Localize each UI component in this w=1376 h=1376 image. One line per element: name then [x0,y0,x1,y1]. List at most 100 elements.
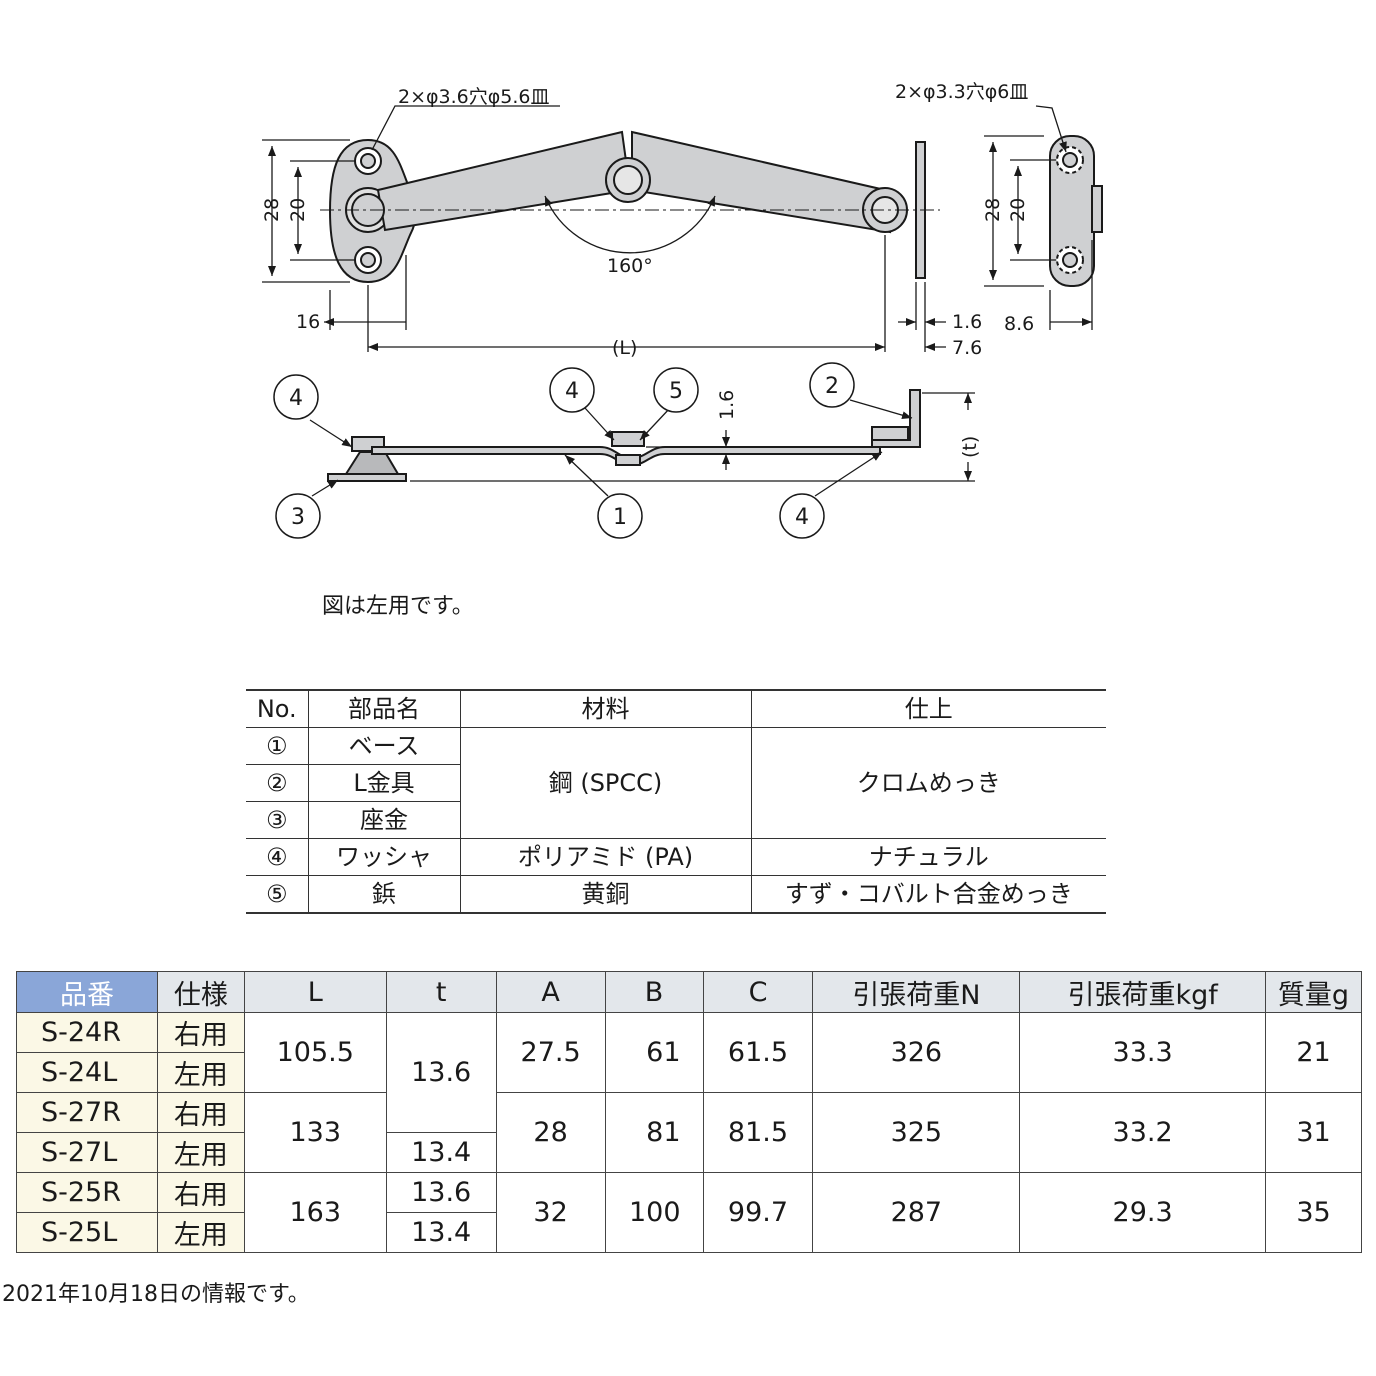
value-load-kgf: 33.2 [1019,1092,1266,1173]
value-t: 13.4 [385,1132,497,1173]
header-L: L [243,971,387,1013]
part-no: ② [246,764,308,802]
header-load-kgf: 引張荷重kgf [1019,971,1266,1013]
dim-20-left: 20 [287,198,309,222]
header-spec: 仕様 [156,971,245,1013]
value-C: 61.5 [702,1012,814,1093]
header-load-n: 引張荷重N [812,971,1021,1013]
value-load-kgf: 29.3 [1019,1172,1266,1253]
spec-value: 左用 [156,1052,245,1093]
callout-4-left: 4 [289,386,303,411]
info-date: 2021年10月18日の情報です。 [2,1282,310,1307]
finish-natural: ナチュラル [750,838,1106,876]
table-row: S-25R 右用 163 13.6 32 100 99.7 287 29.3 3… [16,1172,1363,1253]
header-no: No. [246,689,308,728]
table-row: S-25L 左用 13.4 [16,1212,1362,1253]
left-use-note: 図は左用です。 [322,594,474,619]
value-load-n: 326 [812,1012,1021,1093]
finish-tin-cobalt: すず・コバルト合金めっき [750,875,1106,914]
part-name: ベース [307,727,460,765]
material-brass: 黄銅 [459,875,751,914]
dim-20-right: 20 [1007,198,1029,222]
value-L: 105.5 [243,1012,387,1093]
callout-5: 5 [669,379,683,404]
spec-value: 左用 [156,1212,245,1253]
value-t: 13.4 [385,1212,497,1253]
table-row: ③ 座金 [246,801,1106,839]
spec-value: 右用 [156,1012,245,1053]
value-load-n: 287 [812,1172,1021,1253]
hole-spec-right: 2×φ3.3穴φ6皿 [895,81,1028,103]
hole-spec-left: 2×φ3.6穴φ5.6皿 [398,86,550,108]
part-number: S-24L [16,1052,158,1093]
callout-3: 3 [291,505,305,530]
arm-right [631,130,892,234]
header-t: t [385,971,497,1013]
finish-chrome: クロムめっき [750,727,1106,839]
value-t: 13.6 [385,1172,497,1213]
value-load-n: 325 [812,1092,1021,1173]
value-B: 81 [604,1092,704,1173]
header-finish: 仕上 [750,689,1106,728]
value-t: 13.6 [385,1012,497,1133]
value-A: 28 [495,1092,606,1173]
part-no: ⑤ [246,875,308,914]
part-name: 座金 [307,801,460,839]
value-A: 27.5 [495,1012,606,1093]
header-material: 材料 [459,689,751,728]
part-number: S-25L [16,1212,158,1253]
spec-value: 右用 [156,1092,245,1133]
part-no: ① [246,727,308,765]
part-number: S-24R [16,1012,158,1053]
part-number: S-27R [16,1092,158,1133]
part-no: ④ [246,838,308,876]
dim-L: (L) [612,337,637,359]
value-mass: 21 [1264,1012,1363,1093]
dim-8-6: 8.6 [1004,313,1034,335]
value-mass: 35 [1264,1172,1363,1253]
part-name: ワッシャ [307,838,460,876]
value-C: 99.7 [702,1172,814,1253]
part-no: ③ [246,801,308,839]
top-view [328,130,1103,287]
angle-label: 160° [607,255,653,277]
spec-value: 右用 [156,1172,245,1213]
value-load-kgf: 33.3 [1019,1012,1266,1093]
value-L: 163 [243,1172,387,1253]
table-row: ④ ワッシャ ポリアミド (PA) ナチュラル [246,838,1106,876]
callout-4-center: 4 [565,379,579,404]
value-A: 32 [495,1172,606,1253]
dim-t: (t) [959,436,981,458]
part-number: S-27L [16,1132,158,1173]
technical-drawing: 2×φ3.6穴φ5.6皿 2×φ3.3穴φ6皿 160° 28 20 16 (L… [261,81,1103,539]
spec-value: 左用 [156,1132,245,1173]
header-part-number: 品番 [16,971,158,1013]
callout-circles [273,362,855,539]
header-B: B [604,971,704,1013]
table-row: ② L金具 [246,764,1106,802]
dim-1-6-side: 1.6 [716,390,738,420]
spec-table: 品番 仕様 L t A B C 引張荷重N 引張荷重kgf 質量g S-24R … [16,971,1363,1253]
material-pa: ポリアミド (PA) [459,838,751,876]
callout-4-right: 4 [795,505,809,530]
dim-7-6: 7.6 [952,337,982,359]
table-row: ⑤ 鋲 黄銅 すず・コバルト合金めっき [246,875,1106,914]
parts-header-row: No. 部品名 材料 仕上 [246,689,1106,728]
header-C: C [702,971,814,1013]
dim-28-left: 28 [261,198,283,222]
value-C: 81.5 [702,1092,814,1173]
value-mass: 31 [1264,1092,1363,1173]
part-number: S-25R [16,1172,158,1213]
side-dimensions [309,392,975,497]
spec-header-row: 品番 仕様 L t A B C 引張荷重N 引張荷重kgf 質量g [16,971,1363,1013]
dim-28-right: 28 [982,198,1004,222]
top-dimensions [262,105,1093,352]
header-part-name: 部品名 [307,689,460,728]
table-row: S-24L 左用 [16,1052,1362,1093]
header-mass: 質量g [1264,971,1363,1013]
table-row: S-27L 左用 13.4 [16,1132,1362,1173]
value-B: 100 [604,1172,704,1253]
callout-2: 2 [825,374,839,399]
side-view [327,389,921,482]
table-row: ① ベース 鋼 (SPCC) クロムめっき [246,727,1106,839]
